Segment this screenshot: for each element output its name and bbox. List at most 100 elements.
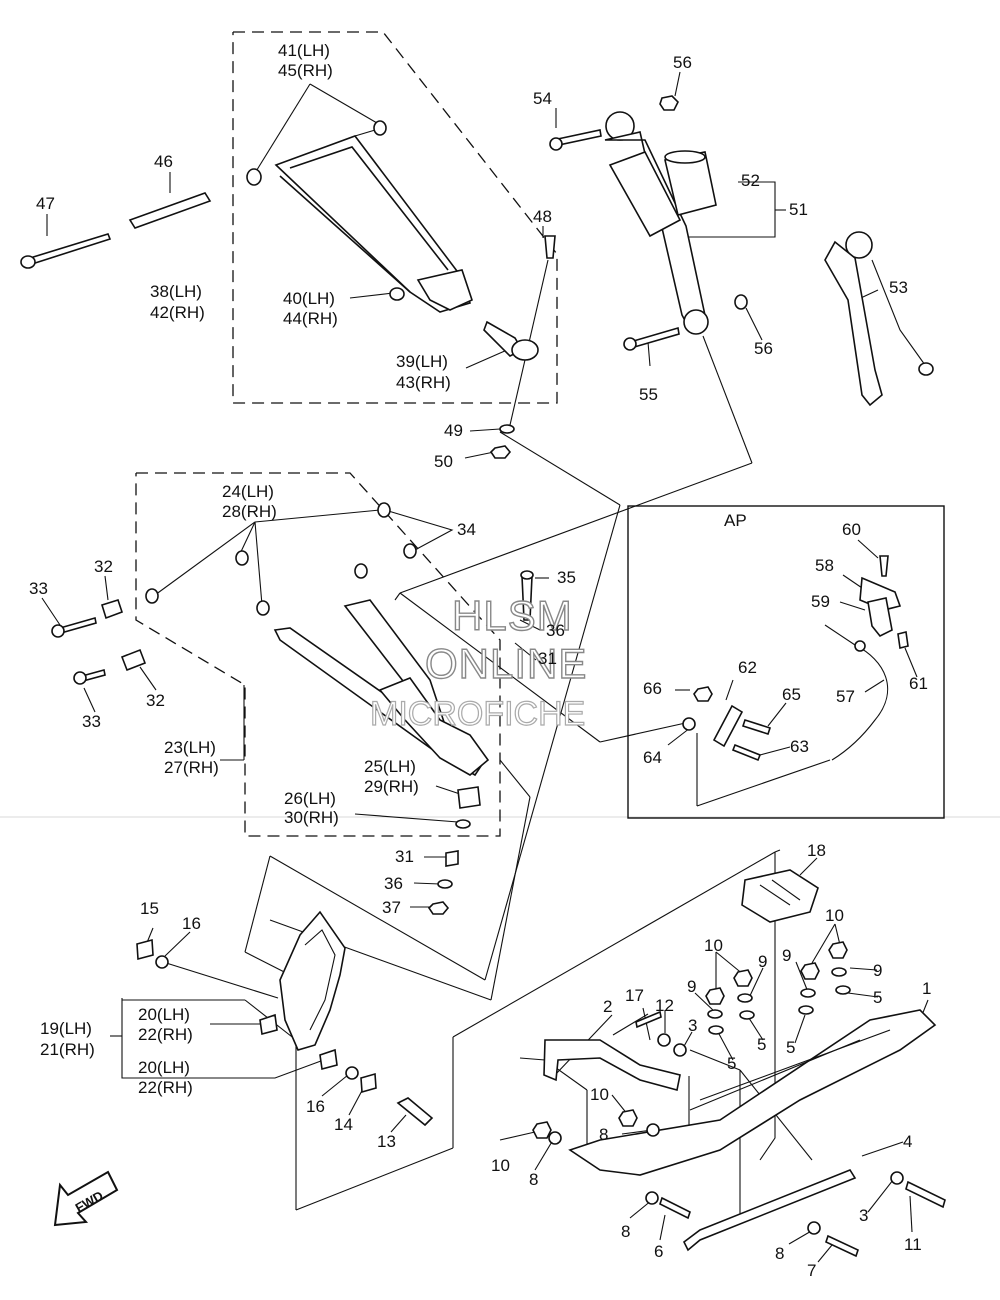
callout-22-bottom: 22(RH) (138, 1078, 193, 1097)
callout-5-c: 5 (786, 1038, 795, 1057)
callout-8-a: 8 (599, 1125, 608, 1144)
callout-34: 34 (457, 520, 476, 539)
callout-8-d: 8 (775, 1244, 784, 1263)
callout-44: 44(RH) (283, 309, 338, 328)
callout-56-top: 56 (673, 53, 692, 72)
callout-labels: 41(LH) 45(RH) 46 47 38(LH) 42(RH) 40(LH)… (29, 41, 931, 1280)
collar-12 (657, 1033, 671, 1047)
callout-8-c: 8 (621, 1222, 630, 1241)
callout-49: 49 (444, 421, 463, 440)
nuts-10 (532, 941, 848, 1139)
callout-31-top: 31 (538, 649, 557, 668)
callout-20-bottom: 20(LH) (138, 1058, 190, 1077)
nut-37 (427, 901, 450, 915)
watermark-line1: HLSM (452, 592, 573, 639)
callout-64: 64 (643, 748, 662, 767)
callout-30: 30(RH) (284, 808, 339, 827)
watermark-line3: MICROFICHE (370, 695, 585, 733)
callout-63: 63 (790, 737, 809, 756)
callout-36-top: 36 (546, 621, 565, 640)
pressure-gauge-53 (824, 231, 934, 407)
callout-9-b: 9 (782, 946, 791, 965)
callout-9-a: 9 (758, 952, 767, 971)
bolt-33 (51, 616, 106, 685)
callout-10-b: 10 (704, 936, 723, 955)
callout-27: 27(RH) (164, 758, 219, 777)
callout-23: 23(LH) (164, 738, 216, 757)
callout-5-a: 5 (873, 988, 882, 1007)
bolt-35 (520, 570, 534, 621)
bolt-6 (659, 1196, 691, 1220)
callout-38: 38(LH) (150, 282, 202, 301)
callout-59: 59 (811, 592, 830, 611)
callout-16-bottom: 16 (306, 1097, 325, 1116)
callout-51: 51 (789, 200, 808, 219)
nut-66 (693, 686, 713, 702)
callout-33-top: 33 (29, 579, 48, 598)
lower-arm-group-outline (135, 472, 501, 837)
callout-66: 66 (643, 679, 662, 698)
callout-5-b: 5 (757, 1035, 766, 1054)
bolt-48 (544, 235, 556, 259)
ball-joint-39-43 (483, 320, 539, 361)
watermark: HLSM ONLINE MICROFICHE (369, 591, 587, 733)
bolt-63 (731, 743, 762, 762)
shock-absorber (549, 111, 709, 351)
washer-16 (155, 955, 359, 1080)
bolt-65 (741, 718, 772, 736)
runner-4 (682, 1169, 857, 1252)
nut-50 (489, 445, 512, 459)
callout-25: 25(LH) (364, 757, 416, 776)
callout-53: 53 (889, 278, 908, 297)
callout-41: 41(LH) (278, 41, 330, 60)
callout-5-d: 5 (727, 1054, 736, 1073)
bushing-20-22 (259, 1013, 338, 1071)
callout-3-bottom: 3 (859, 1206, 868, 1225)
pin-17 (635, 1010, 662, 1029)
callout-32-top: 32 (94, 557, 113, 576)
fwd-arrow-icon: FWD (53, 1170, 119, 1227)
lower-a-arm (273, 599, 490, 777)
callout-32-bottom: 32 (146, 691, 165, 710)
callout-33-bottom: 33 (82, 712, 101, 731)
callout-4: 4 (903, 1132, 912, 1151)
callout-10-c: 10 (590, 1085, 609, 1104)
link-62 (712, 704, 744, 748)
pipe-46 (128, 192, 212, 229)
callout-22-top: 22(RH) (138, 1025, 193, 1044)
bushing-41-45 (246, 120, 387, 186)
callout-50: 50 (434, 452, 453, 471)
ski-1 (568, 1009, 937, 1176)
callout-18: 18 (807, 841, 826, 860)
collar-32 (101, 599, 147, 672)
callout-40: 40(LH) (283, 289, 335, 308)
callout-62: 62 (738, 658, 757, 677)
callout-58: 58 (815, 556, 834, 575)
callout-48: 48 (533, 207, 552, 226)
callout-47: 47 (36, 194, 55, 213)
callout-10-a: 10 (825, 906, 844, 925)
callout-60: 60 (842, 520, 861, 539)
callout-52: 52 (741, 171, 760, 190)
callout-29: 29(RH) (364, 777, 419, 796)
callout-3-top: 3 (688, 1016, 697, 1035)
washer-64 (682, 717, 696, 731)
washer-56-bottom (734, 294, 748, 310)
bushings-24-28 (145, 502, 417, 616)
bolt-60 (879, 555, 889, 577)
washer-26-30 (455, 819, 471, 829)
callout-12: 12 (655, 996, 674, 1015)
bolt-7 (825, 1234, 859, 1258)
callout-36-bottom: 36 (384, 874, 403, 893)
callout-9-d: 9 (687, 977, 696, 996)
callout-61: 61 (909, 674, 928, 693)
ap-inset-box (627, 505, 945, 819)
bushing-25-29 (457, 786, 481, 809)
callout-28: 28(RH) (222, 502, 277, 521)
callout-11: 11 (904, 1235, 922, 1254)
bolt-47 (20, 233, 112, 269)
leader-lines (41, 71, 929, 1263)
washers-5 (708, 985, 851, 1035)
callout-14: 14 (334, 1115, 353, 1134)
